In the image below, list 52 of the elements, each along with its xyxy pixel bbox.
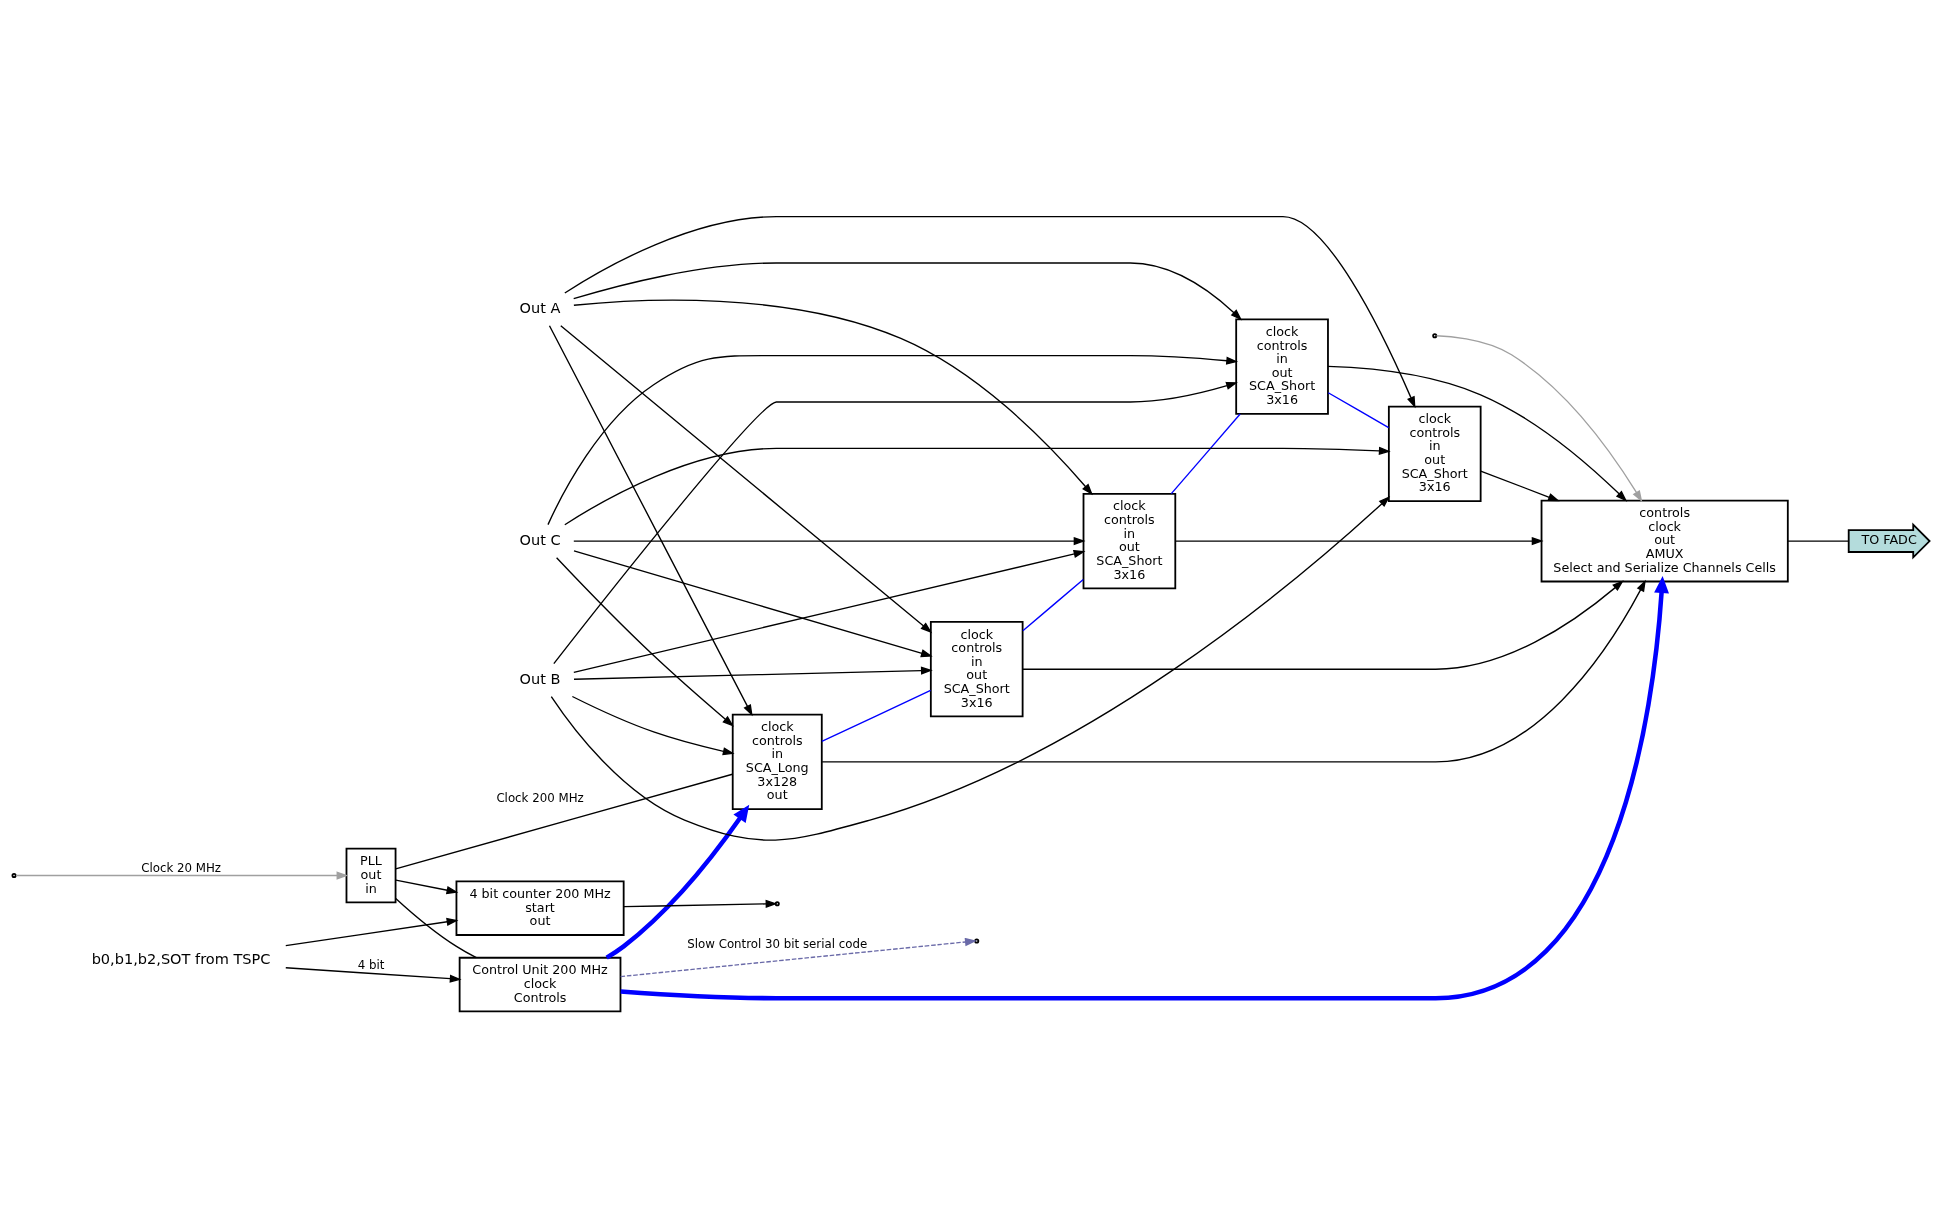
connector [1170, 412, 1241, 494]
edge-label: Clock 20 MHz [141, 860, 221, 875]
arrow [1480, 469, 1560, 501]
edge-label: Clock 200 MHz [496, 790, 584, 805]
connector [1787, 539, 1850, 542]
node-box: clock controls in out SCA_Short 3x16 [1235, 317, 1329, 415]
arrow [395, 879, 459, 894]
arrow [573, 299, 1093, 495]
arrow [821, 579, 1646, 763]
node-box: clock controls in out SCA_Short 3x16 [929, 620, 1024, 717]
arrow [1435, 334, 1643, 502]
arrow [560, 324, 933, 633]
arrow [555, 556, 734, 727]
arrow [573, 549, 933, 657]
arrow [550, 495, 1391, 841]
arrow [605, 804, 750, 960]
arrow [573, 536, 1086, 545]
arrow [15, 870, 349, 880]
arrow [620, 575, 1669, 1000]
arrow [553, 381, 1238, 664]
node-box: controls clock out AMUX Select and Serialize Channels Cells [1540, 499, 1789, 582]
arrow [571, 695, 735, 755]
arrow [1174, 536, 1544, 545]
arrow [620, 937, 977, 977]
arrow [564, 215, 1416, 408]
node-text: Out C [519, 531, 561, 548]
node-box: 4 bit counter 200 MHz start out [455, 880, 625, 936]
node-box: clock controls in out SCA_Short 3x16 [1387, 405, 1482, 502]
arrow [285, 917, 459, 946]
edge-label: 4 bit [357, 957, 385, 972]
arrow [547, 354, 1239, 525]
connector [1022, 578, 1084, 631]
arrow [573, 261, 1243, 320]
node-box: Control Unit 200 MHz clock Controls [458, 956, 622, 1012]
arrow [285, 966, 462, 983]
node-box: PLL out in [345, 847, 397, 903]
arrow [1022, 579, 1624, 670]
node-text: Out A [519, 299, 561, 316]
connector [395, 897, 477, 958]
arrow [548, 324, 753, 716]
edge-label: Slow Control 30 bit serial code [687, 936, 868, 951]
connector [395, 773, 734, 869]
node-box: clock controls in out SCA_Short 3x16 [1082, 492, 1177, 589]
arrow [564, 446, 1391, 525]
arrow [573, 549, 1086, 673]
node-box: clock controls in SCA_Long 3x128 out [731, 713, 823, 810]
connector [821, 689, 932, 742]
arrow [623, 899, 778, 908]
arrow [573, 665, 933, 680]
connector [1327, 391, 1390, 428]
node-text: Out B [519, 670, 561, 687]
node-text: b0,b1,b2,SOT from TSPC [91, 950, 271, 967]
